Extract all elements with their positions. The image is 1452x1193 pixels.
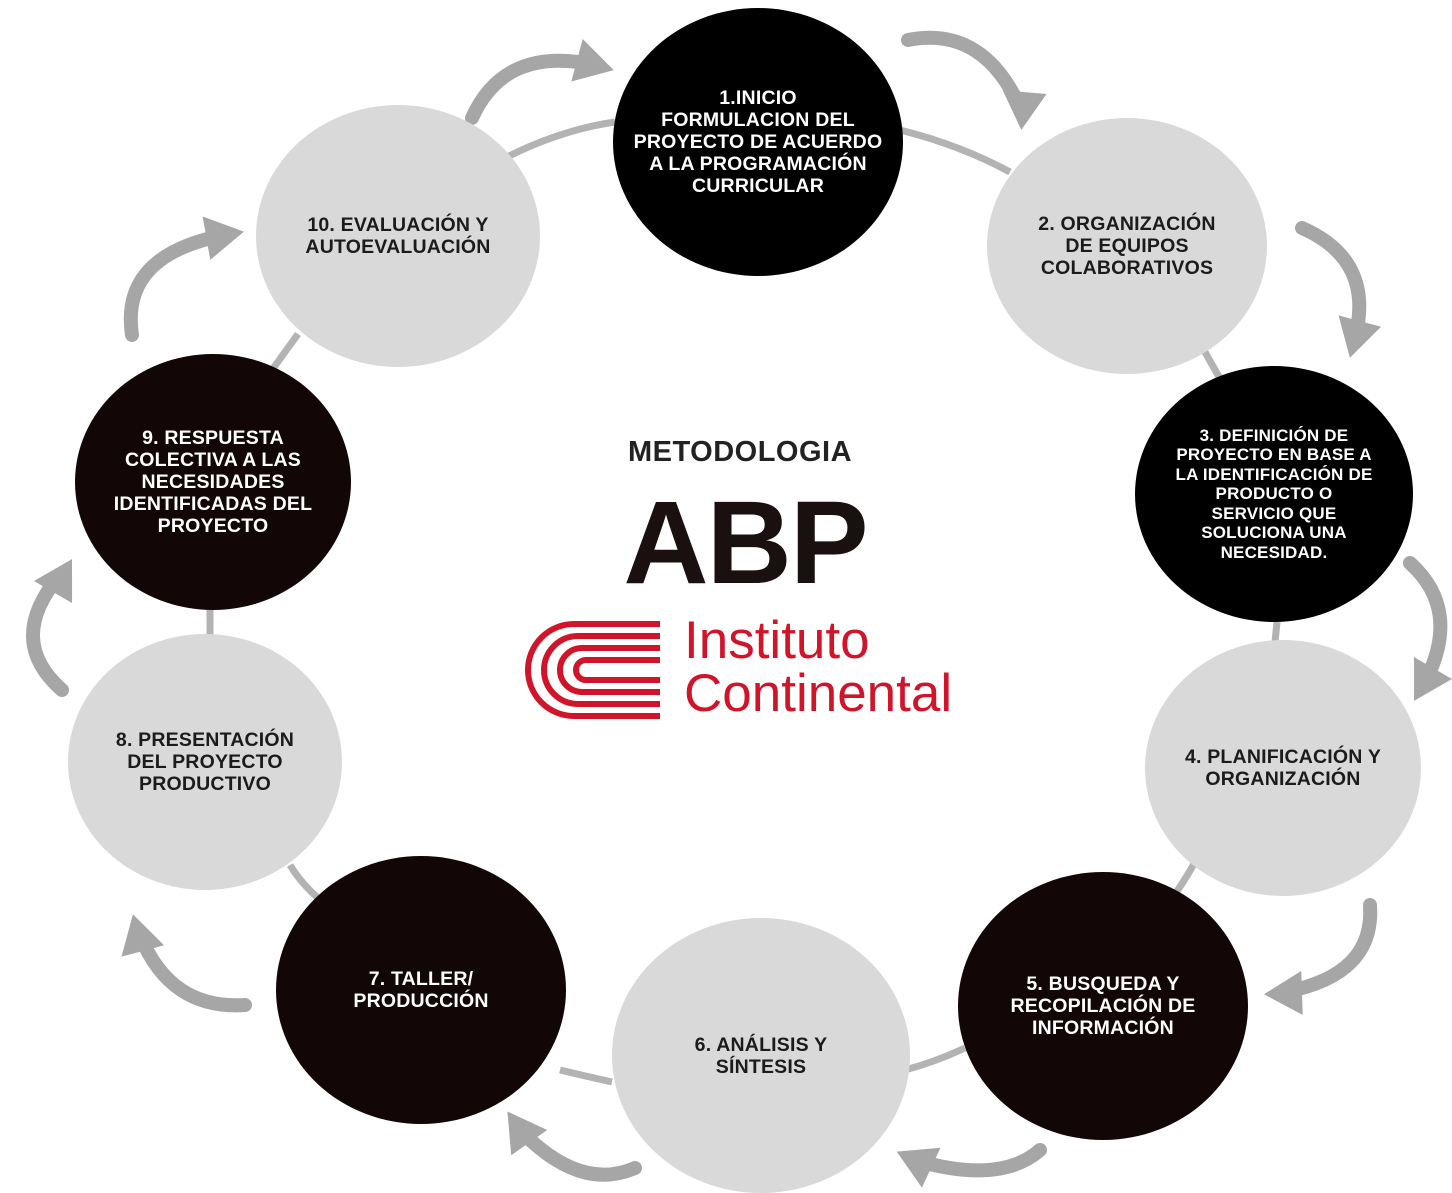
cycle-arrow-1 (901, 30, 1029, 119)
step-1-label-line: PROYECTO DE ACUERDO (633, 131, 883, 153)
step-5-label-line: INFORMACIÓN (1032, 1017, 1174, 1039)
institute-name-line1: Instituto (684, 611, 870, 670)
cycle-arrowhead-4 (1264, 970, 1303, 1015)
cycle-arrowhead-3 (1413, 657, 1452, 701)
cycle-arrowhead-5 (896, 1147, 941, 1188)
step-3-label-line: PRODUCTO O (1215, 484, 1333, 504)
step-9-label-line: COLECTIVA A LAS (125, 449, 301, 471)
methodology-label: METODOLOGIA (627, 436, 853, 468)
cycle-arrow-6 (513, 1123, 642, 1182)
step-1-label-line: FORMULACION DEL (661, 109, 855, 131)
step-9-label-line: PROYECTO (157, 515, 269, 537)
step-6-label-line: SÍNTESIS (715, 1055, 807, 1078)
step-2-label-line: DE EQUIPOS (1065, 235, 1189, 257)
cycle-arrow-10 (465, 53, 602, 125)
institute-logo-mark (525, 621, 660, 719)
cycle-arrowhead-10 (571, 38, 614, 82)
step-1-label-line: 1.INICIO (719, 87, 797, 109)
institute-name-line2: Continental (684, 664, 953, 723)
step-9-label-line: IDENTIFICADAS DEL (113, 493, 313, 515)
step-9-label-line: NECESIDADES (141, 471, 285, 493)
cycle-arrow-5 (908, 1143, 1047, 1178)
step-3-label-line: 3. DEFINICIÓN DE (1199, 425, 1349, 445)
step-3-label-line: NECESIDAD. (1220, 542, 1328, 562)
cycle-arrowhead-6 (507, 1111, 548, 1156)
institute-logo (525, 621, 660, 719)
step-3-label-line: SOLUCIONA UNA (1201, 523, 1347, 543)
cycle-arrows (26, 30, 1452, 1188)
step-7-label-line: 7. TALLER/ (368, 968, 474, 990)
cycle-arrowhead-9 (202, 216, 244, 260)
step-3-label-line: SERVICIO QUE (1211, 503, 1337, 523)
step-2-label-line: 2. ORGANIZACIÓN (1038, 213, 1216, 235)
methodology-title: ABP (623, 477, 868, 609)
cycle-arrow-3 (1403, 556, 1448, 689)
step-8-label-line: PRODUCTIVO (138, 773, 271, 795)
step-7-circle: 7. TALLER/PRODUCCIÓN (276, 856, 566, 1124)
step-4-label-line: 4. PLANIFICACIÓN Y (1184, 746, 1382, 768)
step-3-label-line: PROYECTO EN BASE A (1176, 445, 1372, 465)
step-10-label-line: 10. EVALUACIÓN Y (307, 214, 489, 236)
step-4-label-line: ORGANIZACIÓN (1205, 768, 1361, 790)
cycle-arrow-9 (123, 228, 232, 342)
step-8-label-line: DEL PROYECTO (127, 751, 283, 773)
step-6-label-line: 6. ANÁLISIS Y (694, 1033, 828, 1056)
institute-name: Instituto Continental (684, 614, 952, 720)
step-7-label: 7. TALLER/PRODUCCIÓN (353, 968, 488, 1012)
cycle-arrow-7 (133, 928, 252, 1013)
step-5-label-line: 5. BUSQUEDA Y (1026, 973, 1180, 995)
cycle-arrow-4 (1278, 898, 1378, 999)
step-2-label-line: COLABORATIVOS (1040, 257, 1214, 279)
step-5-label-line: RECOPILACIÓN DE (1010, 995, 1196, 1017)
step-3-label-line: LA IDENTIFICACIÓN DE (1175, 464, 1373, 484)
step-1-label-line: A LA PROGRAMACIÓN (649, 153, 867, 175)
step-9-label-line: 9. RESPUESTA (142, 427, 284, 449)
cycle-arrowhead-1 (1002, 90, 1047, 130)
cycle-arrowhead-7 (121, 914, 165, 957)
step-7-label-line: PRODUCCIÓN (353, 990, 489, 1012)
cycle-arrow-8 (26, 568, 69, 697)
step-8-label-line: 8. PRESENTACIÓN (115, 729, 295, 751)
step-10-label-line: AUTOEVALUACIÓN (305, 236, 491, 258)
cycle-arrowhead-8 (33, 559, 73, 603)
cycle-arrowhead-2 (1338, 315, 1382, 358)
step-1-label-line: CURRICULAR (691, 175, 824, 197)
